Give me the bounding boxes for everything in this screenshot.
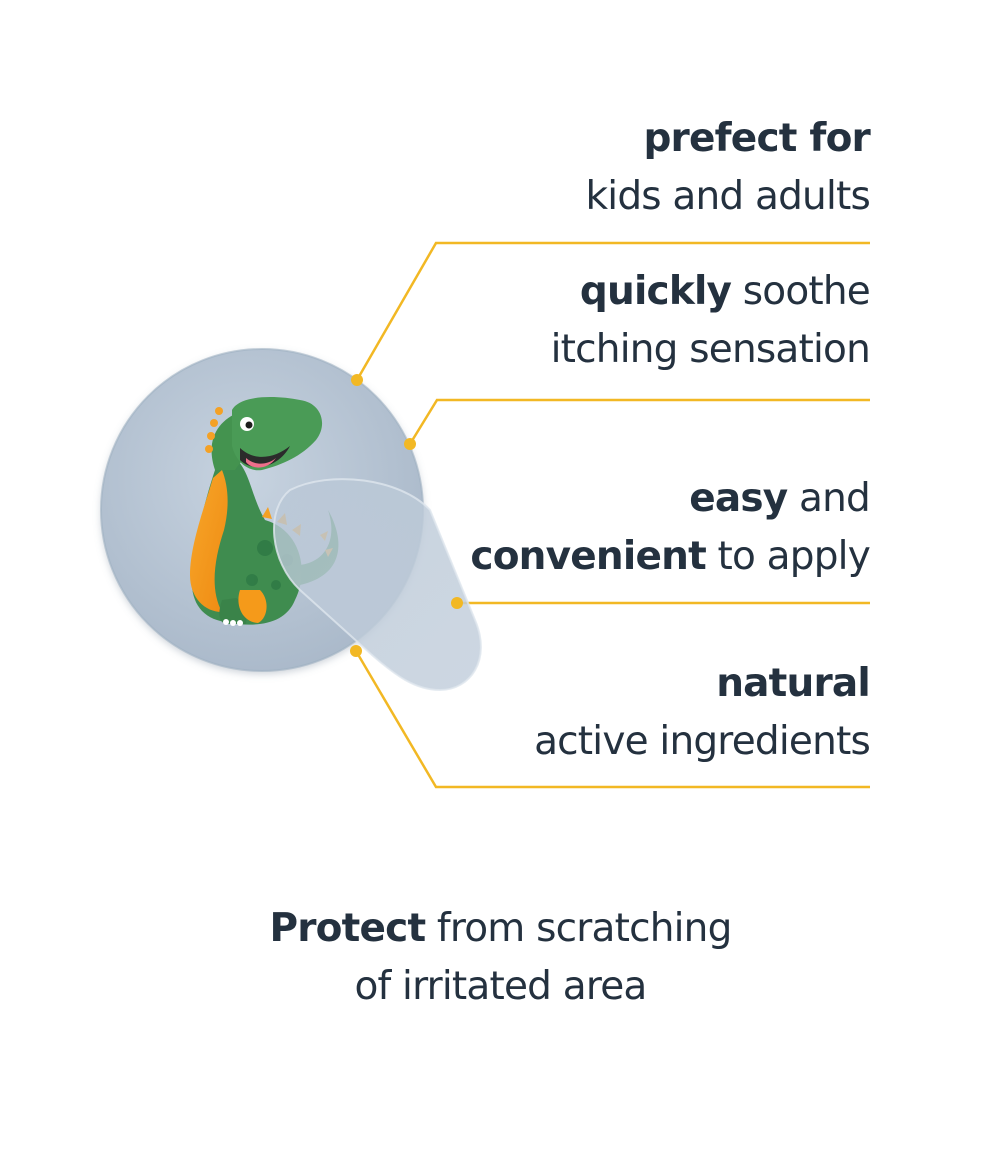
feature-easy-apply: easy and convenient to apply bbox=[470, 470, 870, 586]
feature-3-line-2: convenient to apply bbox=[470, 528, 870, 586]
feature-3-line-1: easy and bbox=[470, 470, 871, 528]
feature-4-bold: natural bbox=[716, 661, 871, 706]
feature-kids-adults: prefect for kids and adults bbox=[585, 110, 871, 226]
protect-line-2: of irritated area bbox=[354, 964, 647, 1009]
feature-2-line-1: quickly soothe bbox=[551, 263, 871, 321]
protect-line-1-rest: from scratching bbox=[425, 906, 732, 951]
protect-bold: Protect bbox=[269, 906, 426, 951]
callout-dot-1 bbox=[351, 374, 363, 386]
feature-3-line-1-rest: and bbox=[787, 476, 871, 521]
feature-soothe-itching: quickly soothe itching sensation bbox=[550, 263, 871, 379]
feature-2-line-1-rest: soothe bbox=[731, 269, 871, 314]
feature-1-line-2: kids and adults bbox=[585, 174, 871, 219]
feature-4-line-1: natural bbox=[534, 655, 871, 713]
callout-dot-3 bbox=[451, 597, 463, 609]
feature-1-bold: prefect for bbox=[643, 116, 870, 161]
feature-4-line-2: active ingredients bbox=[534, 719, 871, 764]
feature-3-bold-1: easy bbox=[689, 476, 788, 521]
dinosaur-icon bbox=[190, 397, 339, 626]
feature-natural-ingredients: natural active ingredients bbox=[534, 655, 871, 771]
callout-dots bbox=[350, 374, 463, 657]
protect-statement: Protect from scratching of irritated are… bbox=[0, 900, 1001, 1016]
protect-line-1: Protect from scratching bbox=[0, 900, 1001, 958]
callout-line-4 bbox=[354, 650, 870, 789]
tab-patch bbox=[273, 479, 481, 690]
feature-2-line-2: itching sensation bbox=[550, 327, 871, 372]
feature-2-bold: quickly bbox=[579, 269, 732, 314]
callout-dot-2 bbox=[404, 438, 416, 450]
callout-dot-4 bbox=[350, 645, 362, 657]
callout-lines bbox=[354, 241, 870, 789]
callout-line-2 bbox=[408, 398, 870, 445]
callout-line-1 bbox=[355, 241, 870, 381]
feature-3-bold-2: convenient bbox=[470, 534, 706, 579]
feature-3-line-2-rest: to apply bbox=[705, 534, 871, 579]
feature-1-line-1: prefect for bbox=[586, 110, 870, 168]
